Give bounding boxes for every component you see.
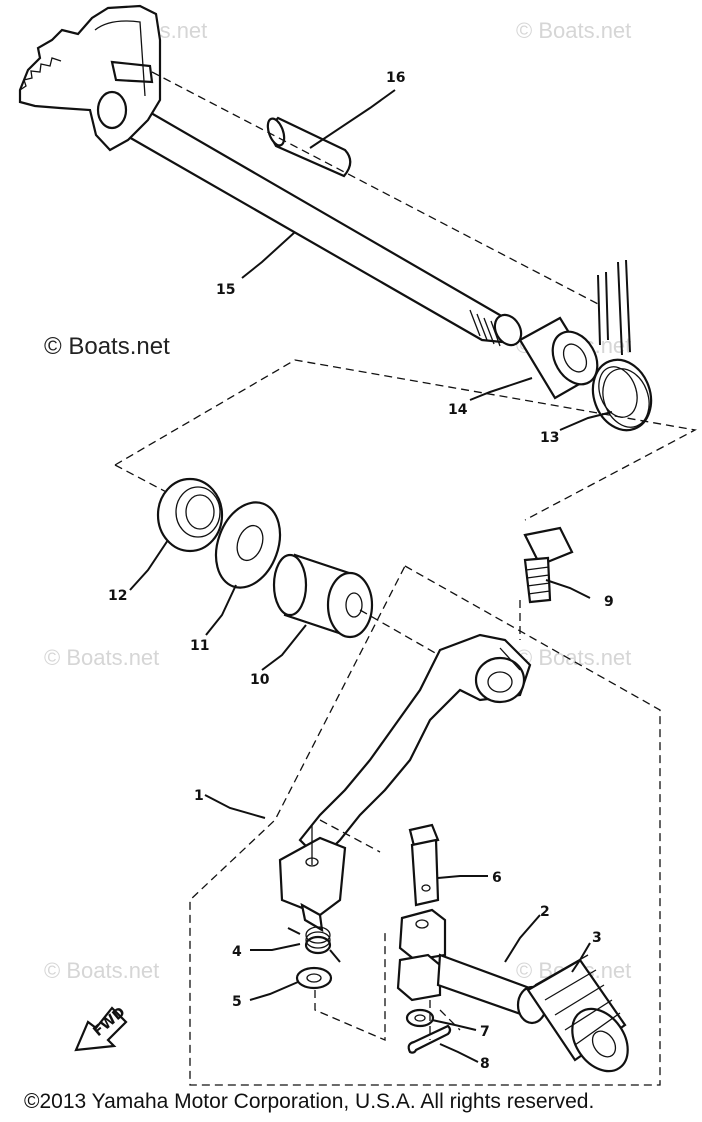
callout-14: 14 <box>448 402 468 418</box>
shift-shaft <box>18 4 523 347</box>
watermark: © Boats.net <box>516 645 632 670</box>
callout-2: 2 <box>540 904 550 920</box>
watermark: © Boats.net <box>44 958 160 983</box>
copyright-notice: ©2013 Yamaha Motor Corporation, U.S.A. A… <box>24 1090 595 1113</box>
callout-3: 3 <box>592 930 602 946</box>
washer-5 <box>295 966 333 990</box>
collar-10 <box>272 553 374 639</box>
cotter-pin-8 <box>407 1024 452 1054</box>
callout-11: 11 <box>190 638 209 654</box>
callout-9: 9 <box>604 594 614 610</box>
callout-leaders <box>129 89 613 1063</box>
callout-6: 6 <box>492 870 502 886</box>
callout-7: 7 <box>480 1024 490 1040</box>
shift-pedal-1 <box>278 633 532 933</box>
callout-16: 16 <box>386 70 405 86</box>
watermark: © Boats.net <box>44 645 160 670</box>
fwd-arrow-icon: FWD <box>74 1004 129 1052</box>
callout-4: 4 <box>232 944 242 960</box>
callout-5: 5 <box>232 994 242 1010</box>
washer-7 <box>405 1008 435 1028</box>
pedal-rod-2 <box>396 908 548 1025</box>
callout-13: 13 <box>540 430 559 446</box>
callout-10: 10 <box>250 672 270 688</box>
watermark: © Boats.net <box>516 18 632 43</box>
spring-4 <box>287 926 341 963</box>
callout-15: 15 <box>216 282 235 298</box>
foot-rubber-3 <box>526 954 629 1073</box>
oil-seal-12 <box>156 477 224 553</box>
callout-1: 1 <box>194 788 204 804</box>
washer-11 <box>214 501 282 589</box>
spring-13 <box>591 259 653 432</box>
pin-16 <box>266 116 352 178</box>
watermark-strong: © Boats.net <box>44 333 170 360</box>
bolt-9 <box>523 526 574 604</box>
pin-6 <box>408 823 440 907</box>
callout-12: 12 <box>108 588 127 604</box>
callout-8: 8 <box>480 1056 490 1072</box>
